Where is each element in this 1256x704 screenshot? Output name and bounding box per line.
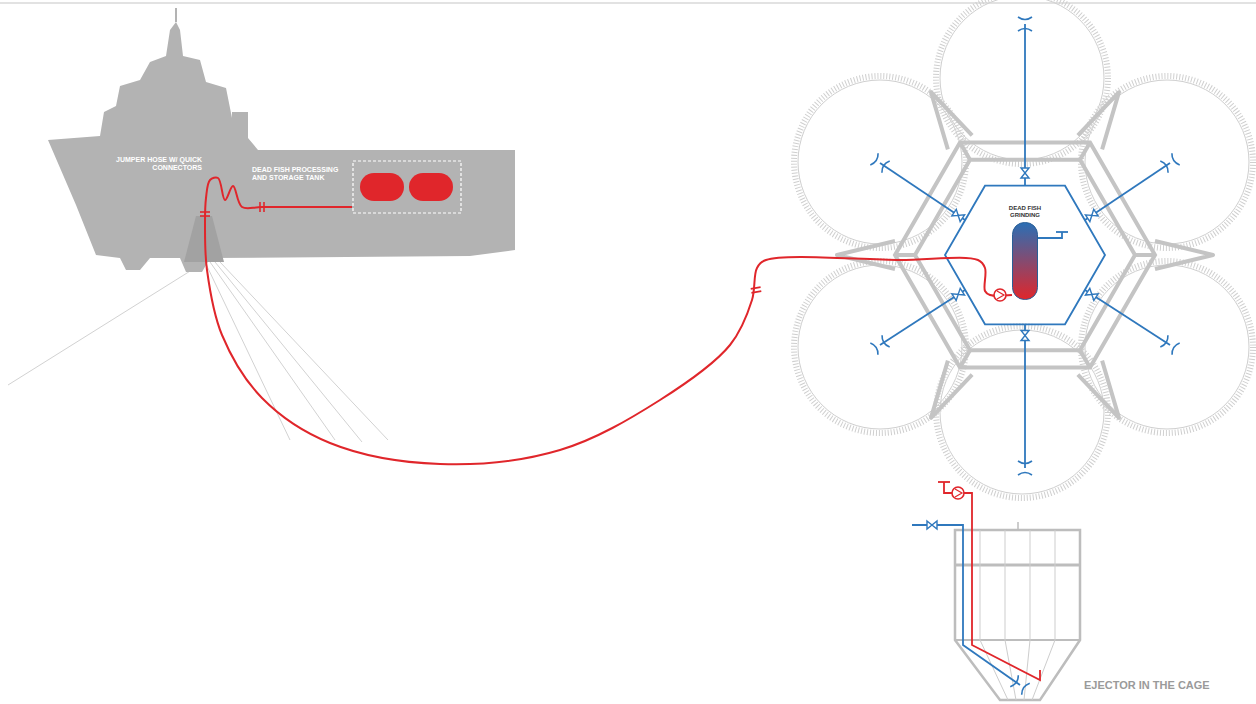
ejector-symbol — [1018, 461, 1032, 475]
detail-pump-symbol — [952, 487, 964, 499]
valve-symbol — [1021, 331, 1029, 341]
ejector-symbol — [1160, 335, 1179, 354]
ejector-symbol — [1010, 675, 1029, 694]
frame-hexagon — [915, 160, 1135, 351]
frame-arm — [1078, 361, 1119, 418]
quick-connector — [260, 202, 264, 212]
node-heading: DEAD FISH GRINDING — [997, 205, 1053, 219]
node-outline — [1012, 222, 1038, 300]
node-heading: DEAD FISH PROCESSING AND STORAGE TANK — [252, 166, 348, 182]
detail-waste-pipe — [944, 482, 1040, 680]
water-branch-pipe — [880, 290, 965, 345]
hose-label: JUMPER HOSE W/ QUICK CONNECTORS — [108, 156, 202, 172]
frame-arm — [931, 361, 972, 418]
ejector-symbol — [1018, 17, 1032, 31]
ship-funnel — [232, 112, 248, 142]
storage-tank-box: DEAD FISH PROCESSING AND STORAGE TANK — [352, 160, 462, 214]
mooring-line — [215, 262, 362, 442]
frame-strut — [1135, 253, 1155, 257]
detail-caption: EJECTOR IN THE CAGE — [1084, 679, 1252, 692]
cage-inner-ring — [798, 265, 962, 429]
detail-pump-mark — [955, 489, 962, 497]
frame-arm — [931, 92, 972, 149]
quick-connector — [751, 287, 762, 293]
water-branch-pipe — [1085, 163, 1170, 220]
pump-mark — [997, 291, 1004, 299]
ejector-symbol — [1160, 153, 1179, 172]
frame-arm — [1078, 92, 1119, 149]
mooring-line — [205, 262, 290, 440]
ejector-symbol — [870, 153, 889, 172]
valve-symbol — [1021, 168, 1029, 178]
frame-strut — [960, 350, 970, 367]
detail-waste-cap — [938, 481, 950, 483]
ship-mast — [175, 8, 177, 22]
valve-symbol — [952, 288, 965, 300]
frame-hexagon — [895, 142, 1155, 367]
frame-strut — [1080, 142, 1090, 159]
ejector-symbol — [870, 335, 889, 354]
frame-arm — [837, 241, 895, 269]
frame-strut — [1080, 350, 1090, 367]
frame-strut — [960, 142, 970, 159]
mooring-line — [220, 262, 388, 440]
valve-symbol — [1085, 288, 1098, 300]
water-branch-pipe — [1024, 24, 1026, 186]
pump-symbol — [994, 289, 1006, 301]
grinding-tank: DEAD FISH GRINDING — [1012, 222, 1038, 300]
water-ring-pipe — [945, 186, 1105, 325]
node-outline — [352, 160, 462, 214]
ship-silhouette — [48, 22, 515, 272]
cage-ring — [1081, 76, 1253, 248]
top-rule — [0, 2, 1256, 4]
frame-strut — [895, 253, 915, 257]
valve-symbol — [952, 209, 965, 221]
water-branch-pipe — [880, 163, 965, 220]
feed-cap — [1056, 231, 1068, 233]
cage-inner-ring — [940, 330, 1104, 494]
quick-connector — [200, 212, 210, 216]
valve-symbol — [1085, 209, 1098, 221]
hose-connector — [205, 178, 1012, 465]
valve-symbol — [927, 521, 937, 529]
water-branch-pipe — [1024, 324, 1026, 468]
cage-side-view — [955, 522, 1080, 700]
water-branch-pipe — [1085, 290, 1170, 345]
mooring-line — [8, 268, 195, 385]
frame-arm — [1155, 241, 1213, 269]
